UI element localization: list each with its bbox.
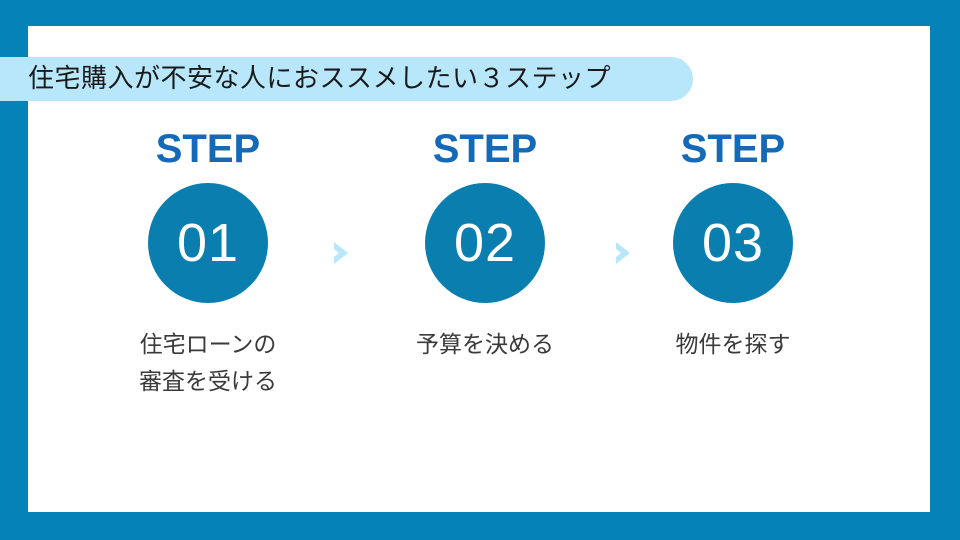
step-number-02: 02 xyxy=(453,213,517,273)
step-circle-03: 03 xyxy=(673,183,793,303)
step-circle-01: 01 xyxy=(148,183,268,303)
step-label-01: STEP xyxy=(155,127,261,171)
chevron-right-icon xyxy=(324,236,358,270)
step-item-03: STEP 03 物件を探す xyxy=(613,126,853,364)
step-circle-02: 02 xyxy=(425,183,545,303)
chevron-right-icon xyxy=(606,236,640,270)
step-number-03: 03 xyxy=(701,213,765,273)
page-title: 住宅購入が不安な人におススメしたい３ステップ xyxy=(28,64,612,94)
steps-row: STEP 01 住宅ローンの 審査を受ける STEP 02 予算を決める STE… xyxy=(28,126,930,426)
step-caption-02: 予算を決める xyxy=(416,332,554,358)
step-label-03: STEP xyxy=(680,127,786,171)
step-caption-01: 住宅ローンの 審査を受ける xyxy=(139,332,277,395)
title-banner: 住宅購入が不安な人におススメしたい３ステップ xyxy=(0,57,693,101)
step-caption-03: 物件を探す xyxy=(675,332,791,358)
step-item-02: STEP 02 予算を決める xyxy=(365,126,605,364)
step-label-02: STEP xyxy=(432,127,538,171)
step-number-01: 01 xyxy=(176,213,240,273)
step-item-01: STEP 01 住宅ローンの 審査を受ける xyxy=(88,126,328,401)
